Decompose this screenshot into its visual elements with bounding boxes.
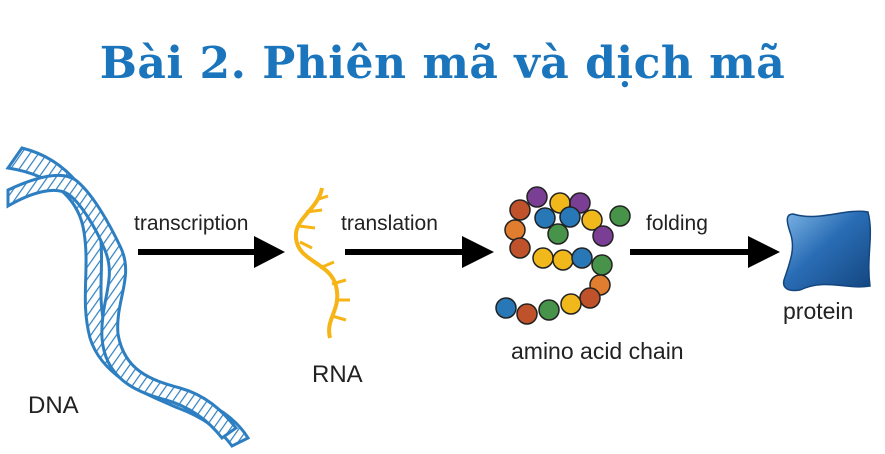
amino-acid-bead [532,247,554,269]
amino-acid-bead [571,247,593,269]
amino-acid-bead [591,254,613,276]
dna-label: DNA [28,392,79,419]
amino-acid-bead [526,186,548,208]
amino-acid-chain [495,186,631,325]
folding-arrow [630,236,780,268]
amino-acid-bead [534,207,556,229]
amino-acid-bead [581,209,603,231]
amino-acid-bead [509,199,531,221]
transcription-label: transcription [134,212,248,235]
amino-acid-bead [552,249,574,271]
page-title: Bài 2. Phiên mã và dịch mã [99,38,786,89]
amino-acid-bead [592,225,614,247]
rna-strand [293,187,350,339]
folding-label: folding [646,212,708,235]
amino-acid-bead [560,293,582,315]
rna-label: RNA [312,361,363,388]
amino-acid-bead [538,299,560,321]
transcription-arrow [138,236,285,268]
protein-shape [782,210,872,292]
protein-label: protein [783,298,853,324]
amino-acid-bead [609,205,631,227]
dna-helix [5,146,251,448]
amino-acid-bead [504,219,526,241]
amino-acid-bead [579,287,601,309]
amino-acid-bead [495,297,517,319]
amino-acid-bead [559,206,581,228]
translation-label: translation [341,212,438,235]
amino-acid-chain-label: amino acid chain [511,338,684,364]
translation-arrow [345,236,494,268]
amino-acid-bead [516,303,538,325]
amino-acid-bead [547,223,569,245]
amino-acid-bead [509,237,531,259]
